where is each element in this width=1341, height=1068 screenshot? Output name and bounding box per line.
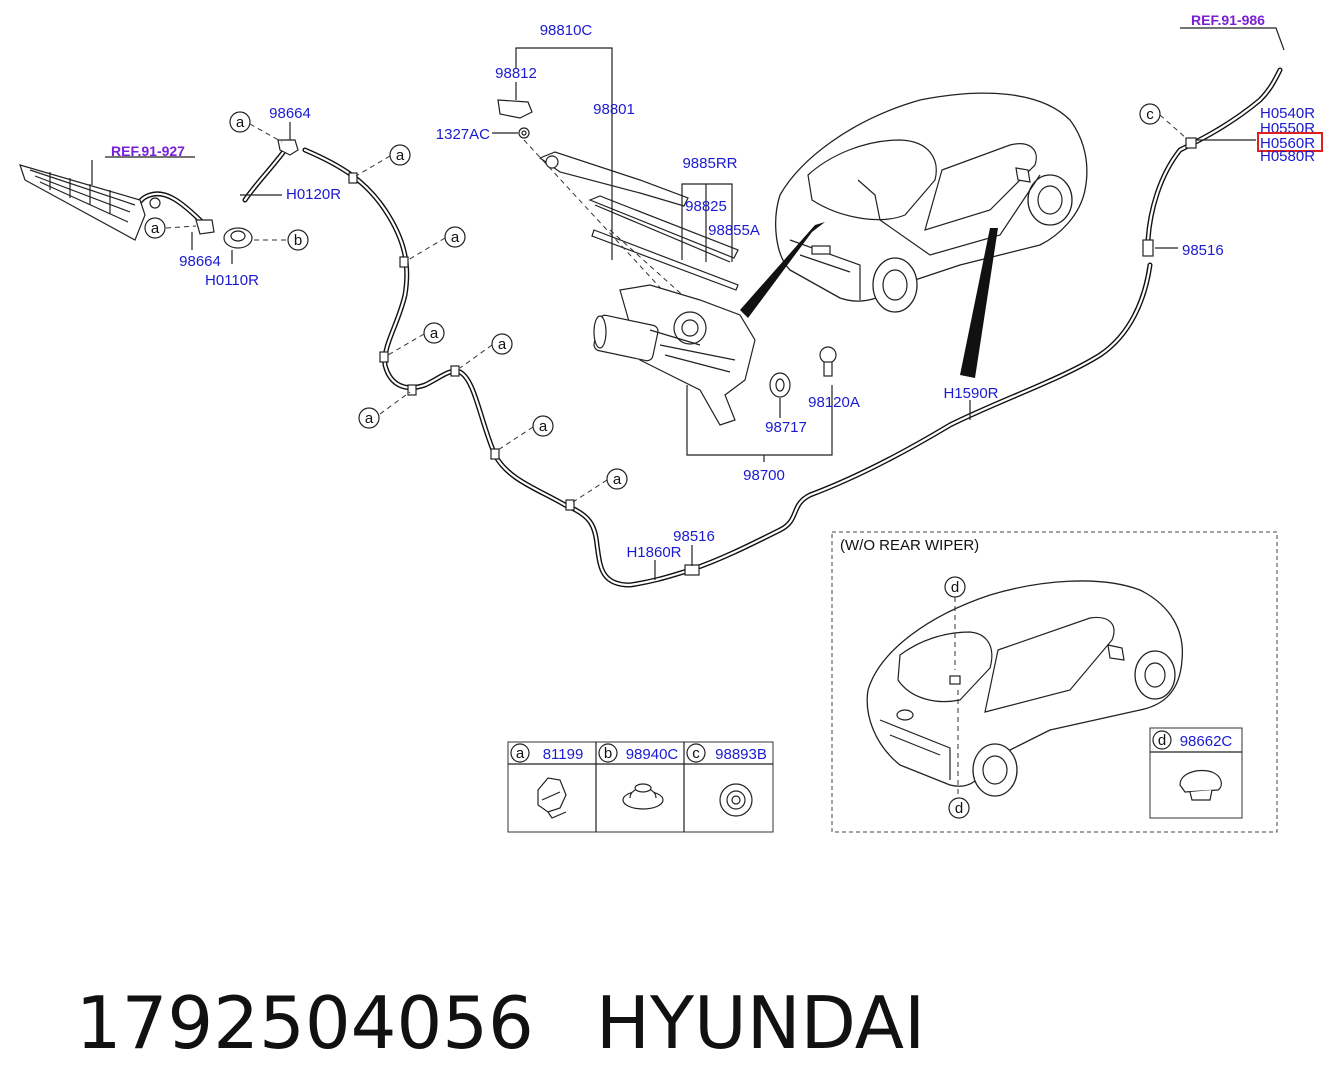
part-number-caption: 1792504056 HYUNDAI	[30, 888, 925, 1065]
label-H0120R: H0120R	[286, 186, 341, 203]
marker-a-3: a	[389, 144, 411, 166]
svg-text:a: a	[498, 336, 507, 353]
wiper-motor-98700	[593, 284, 756, 426]
leader-lines	[91, 27, 1285, 580]
marker-c-1: c	[1139, 103, 1161, 125]
svg-text:d: d	[951, 579, 959, 596]
legend-cell-b: b 98940C	[598, 743, 679, 810]
marker-a-7: a	[358, 407, 380, 429]
nut-1327AC	[518, 127, 530, 139]
marker-a-9: a	[606, 468, 628, 490]
svg-text:98940C: 98940C	[626, 746, 679, 763]
label-98664-top: 98664	[269, 105, 311, 122]
plug-98662C-icon	[1179, 769, 1222, 801]
pointer-arrow-motor	[740, 222, 825, 318]
wiper-arm-98801	[538, 151, 689, 207]
marker-a-6: a	[491, 333, 513, 355]
marker-d-2: d	[948, 797, 970, 819]
washer-nozzle-top	[277, 139, 299, 156]
ref-left: REF.91-927	[111, 143, 185, 159]
svg-text:a: a	[430, 325, 439, 342]
wiper-blade-98825	[588, 195, 739, 263]
ref-right: REF.91-986	[1191, 12, 1265, 28]
svg-text:a: a	[613, 471, 622, 488]
grommet-98893B-icon	[719, 783, 753, 817]
marker-dashes	[165, 114, 1187, 503]
washer-hose	[132, 67, 1283, 588]
wiper-cap-98812	[497, 99, 533, 119]
label-9885RR: 9885RR	[682, 155, 737, 172]
svg-text:a: a	[451, 229, 460, 246]
vehicle-rear-view	[775, 92, 1088, 313]
marker-d-1: d	[944, 576, 966, 598]
marker-a-2: a	[144, 217, 166, 239]
label-98801: 98801	[593, 101, 635, 118]
brand-name: HYUNDAI	[595, 981, 926, 1065]
svg-text:81199: 81199	[543, 746, 584, 763]
marker-a-8: a	[532, 415, 554, 437]
marker-a-5: a	[423, 322, 445, 344]
rear-stop-lamp	[19, 164, 161, 241]
label-98855A: 98855A	[708, 222, 760, 239]
svg-text:d: d	[955, 800, 963, 817]
marker-a-4: a	[444, 226, 466, 248]
svg-text:b: b	[294, 232, 302, 249]
label-98717: 98717	[765, 419, 807, 436]
label-H0540R: H0540R	[1260, 105, 1315, 122]
inset-no-rear-wiper: (W/O REAR WIPER) d d d 98662C	[831, 531, 1278, 833]
svg-text:a: a	[365, 410, 374, 427]
inset-title: (W/O REAR WIPER)	[840, 537, 979, 554]
marker-b-1: b	[287, 229, 309, 251]
marker-a-1: a	[229, 111, 251, 133]
legend-cell-a: a 81199	[510, 743, 584, 819]
label-98700: 98700	[743, 467, 785, 484]
label-98825: 98825	[685, 198, 727, 215]
part-number: 1792504056	[75, 981, 534, 1065]
svg-text:98893B: 98893B	[715, 746, 767, 763]
label-98120A: 98120A	[808, 394, 860, 411]
highlight-box	[1257, 132, 1323, 152]
svg-text:b: b	[604, 745, 612, 762]
label-98812: 98812	[495, 65, 537, 82]
svg-text:a: a	[396, 147, 405, 164]
label-H0580R: H0580R	[1260, 148, 1315, 165]
svg-text:d: d	[1158, 732, 1166, 749]
label-1327AC: 1327AC	[436, 126, 490, 143]
svg-text:c: c	[692, 745, 700, 762]
label-98664-bottom: 98664	[179, 253, 221, 270]
callout-labels: 98810C 98812 98801 1327AC 9885RR 98825 9…	[111, 12, 1323, 561]
label-98662C: 98662C	[1180, 733, 1233, 750]
parts-diagram: a a b a a a a a a a c 98810C 98812 98801…	[19, 12, 1323, 833]
label-H1860R: H1860R	[626, 544, 681, 561]
clip-81199-icon	[537, 777, 567, 819]
pointer-arrow-hose	[960, 228, 998, 378]
marker-d-legend: d	[1152, 730, 1172, 750]
label-H0110R: H0110R	[205, 272, 259, 289]
svg-text:a: a	[151, 220, 160, 237]
grommet-h0110r	[223, 227, 253, 249]
label-98810C: 98810C	[540, 22, 593, 39]
svg-text:a: a	[236, 114, 245, 131]
label-98516-right: 98516	[1182, 242, 1224, 259]
grommet-98940C-icon	[622, 783, 664, 810]
bolt-98120A	[819, 346, 837, 377]
label-H1590R: H1590R	[943, 385, 998, 402]
label-98516-mid: 98516	[673, 528, 715, 545]
svg-text:a: a	[539, 418, 548, 435]
label-H0560R: H0560R	[1260, 135, 1315, 152]
legend-cell-c: c 98893B	[686, 743, 767, 817]
svg-text:a: a	[516, 745, 525, 762]
washer-nozzle-bottom	[195, 219, 215, 235]
bushing-98717	[769, 372, 791, 398]
svg-text:c: c	[1146, 106, 1154, 123]
clip-legend-table: a 81199 b 98940C c 98893B	[507, 741, 774, 833]
wiper-refill-98855A	[591, 229, 739, 291]
